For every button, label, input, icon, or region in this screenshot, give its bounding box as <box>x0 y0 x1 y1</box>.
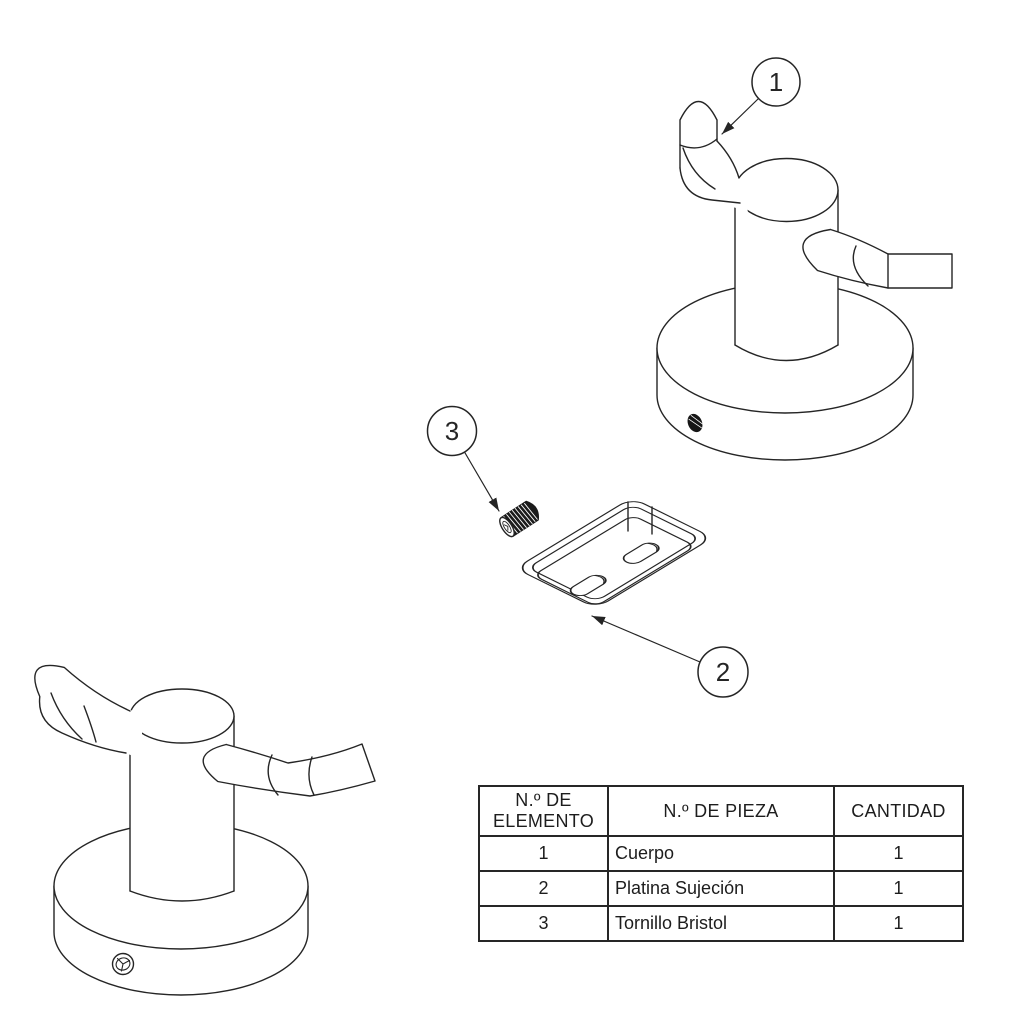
assembled-view <box>34 664 376 996</box>
body-right-hook <box>802 228 953 289</box>
body-left-hook <box>679 101 748 212</box>
bom-cell-element: 2 <box>478 870 609 907</box>
balloon-1: 1 <box>751 57 801 107</box>
bom-cell-quantity: 1 <box>833 835 964 872</box>
bom-cell-quantity: 1 <box>833 870 964 907</box>
assembled-cylinder <box>129 688 235 902</box>
bom-header-part: N.º DE PIEZA <box>607 785 835 837</box>
balloon-1-label: 1 <box>769 67 783 97</box>
bom-table: N.º DE ELEMENTO N.º DE PIEZA CANTIDAD 1 … <box>478 785 964 942</box>
bom-cell-element: 1 <box>478 835 609 872</box>
assembled-right-hook <box>202 743 376 797</box>
bom-header-element: N.º DE ELEMENTO <box>478 785 609 837</box>
bom-row: 2 Platina Sujeción 1 <box>478 870 964 907</box>
plate-slot-right <box>622 542 660 564</box>
set-screw-hole <box>687 413 703 433</box>
balloon-2: 2 <box>697 646 749 698</box>
bom-cell-element: 3 <box>478 905 609 942</box>
plate-slot-left <box>569 574 607 597</box>
installed-screw-head <box>111 952 135 976</box>
balloon-3-label: 3 <box>445 416 459 446</box>
bom-cell-part: Platina Sujeción <box>607 870 835 907</box>
bom-cell-quantity: 1 <box>833 905 964 942</box>
bom-row: 3 Tornillo Bristol 1 <box>478 905 964 942</box>
mounting-plate <box>521 501 707 605</box>
bom-row: 1 Cuerpo 1 <box>478 835 964 872</box>
balloon-3: 3 <box>426 405 478 457</box>
bom-header-row: N.º DE ELEMENTO N.º DE PIEZA CANTIDAD <box>478 785 964 837</box>
bom-cell-part: Tornillo Bristol <box>607 905 835 942</box>
bom-header-quantity: CANTIDAD <box>833 785 964 837</box>
exploded-body-view <box>656 101 953 461</box>
set-screw <box>499 500 540 538</box>
balloon-3-leader <box>463 451 500 512</box>
plate-recess-floor <box>537 517 692 605</box>
balloon-1-leader <box>721 98 759 135</box>
bom-cell-part: Cuerpo <box>607 835 835 872</box>
balloon-2-label: 2 <box>716 657 730 687</box>
assembled-left-hook <box>34 664 142 760</box>
balloon-2-leader <box>591 615 701 663</box>
